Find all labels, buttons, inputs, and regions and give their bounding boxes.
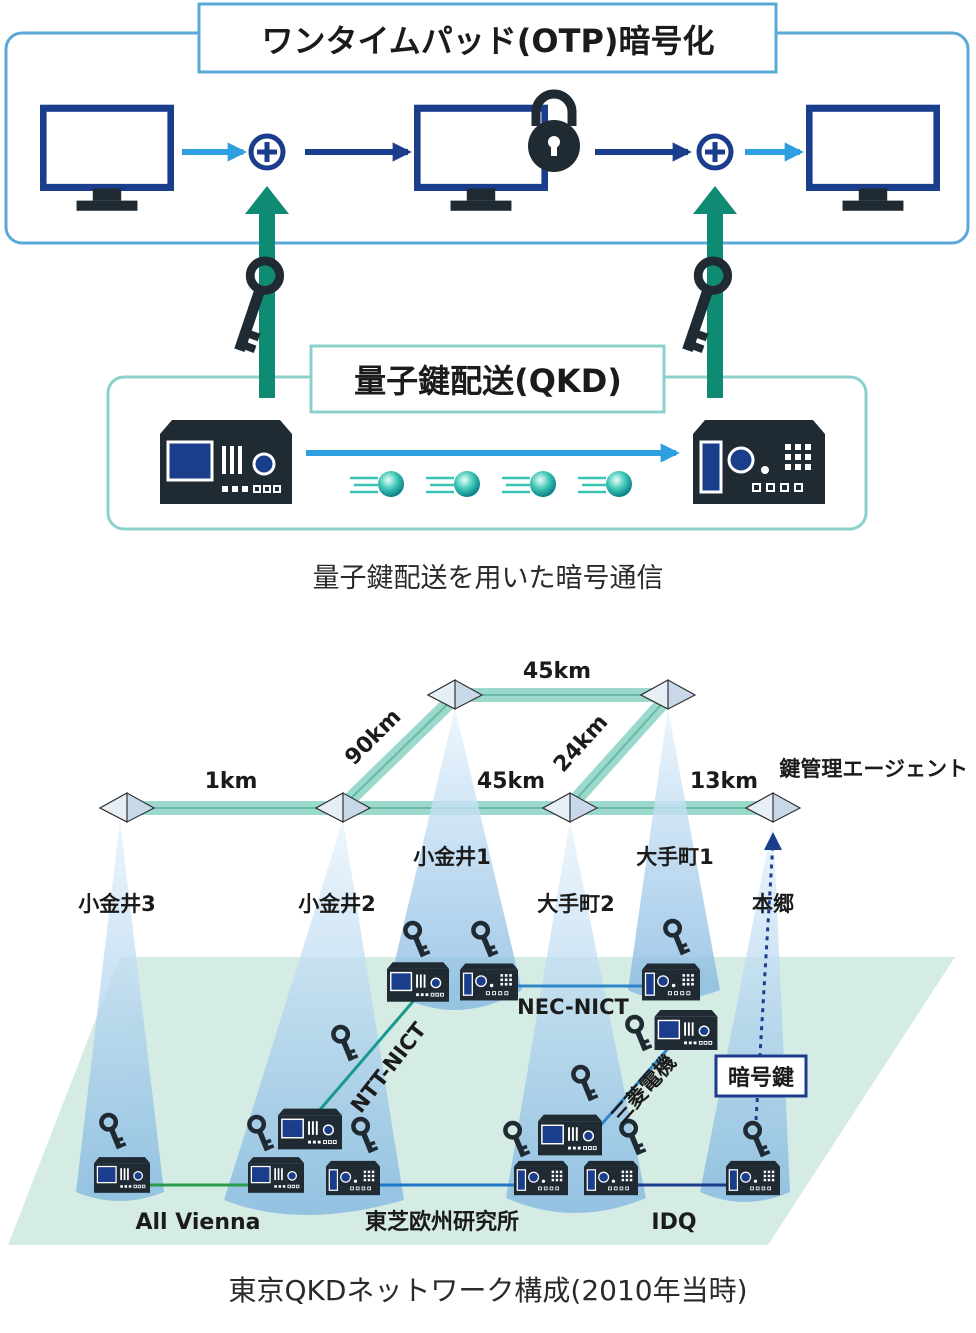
qkd-title: 量子鍵配送(QKD): [354, 362, 622, 400]
qkd-sender-device-icon: [160, 420, 292, 504]
xor-left-icon: [248, 133, 286, 171]
distance-left: 1km: [205, 769, 258, 794]
distance-right: 13km: [690, 769, 758, 794]
node-markers: [98, 678, 802, 823]
network-caption: 東京QKDネットワーク構成(2010年当時): [228, 1274, 747, 1307]
xor-right-icon: [696, 133, 734, 171]
encrypt-key-label: 暗号鍵: [728, 1065, 794, 1091]
qkd-title-box: [309, 344, 666, 414]
lock-icon: [528, 89, 580, 172]
link-idq: IDQ: [651, 1210, 696, 1235]
node-koganei3: 小金井3: [78, 892, 156, 916]
link-toshiba: 東芝欧州研究所: [365, 1209, 519, 1235]
distance-mid: 45km: [477, 769, 545, 794]
node-koganei1: 小金井1: [413, 845, 491, 869]
node-otemachi1: 大手町1: [636, 845, 714, 869]
key-upload-arrow-head: [764, 832, 782, 850]
kma-label: 鍵管理エージェント: [779, 757, 968, 781]
node-hongo: 本郷: [752, 892, 794, 916]
node-koganei2: 小金井2: [298, 892, 376, 916]
top-caption: 量子鍵配送を用いた暗号通信: [313, 563, 664, 594]
link-nec-nict: NEC-NICT: [517, 995, 629, 1019]
encrypt-key-box: [714, 1054, 808, 1098]
otp-title: ワンタイムパッド(OTP)暗号化: [261, 22, 714, 60]
otp-title-box: [197, 2, 778, 74]
distance-top: 45km: [523, 659, 591, 684]
qkd-receiver-device-icon: [693, 420, 825, 504]
link-all-vienna: All Vienna: [135, 1210, 260, 1235]
ground-links: [148, 984, 726, 1187]
node-otemachi2: 大手町2: [537, 892, 615, 916]
photons: [350, 471, 632, 497]
